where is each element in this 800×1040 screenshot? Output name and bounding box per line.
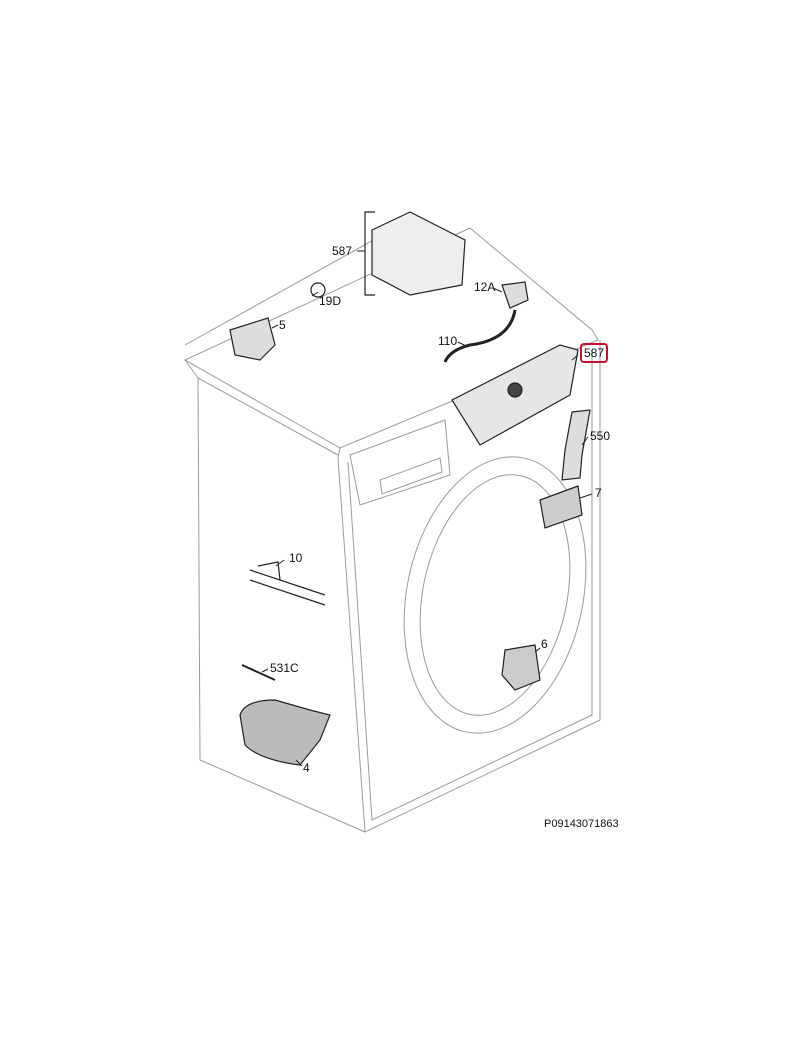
door-inner bbox=[419, 474, 571, 716]
hose bbox=[443, 309, 517, 363]
label-587-highlighted[interactable]: 587 bbox=[580, 343, 609, 363]
cabinet-left-side bbox=[184, 359, 366, 833]
cabinet-front bbox=[337, 340, 601, 833]
inlet-valve bbox=[229, 317, 276, 361]
label-550: 550 bbox=[590, 429, 611, 443]
pump bbox=[501, 644, 541, 691]
label-4: 4 bbox=[303, 761, 310, 775]
label-587-top: 587 bbox=[332, 244, 353, 258]
motor bbox=[239, 699, 331, 766]
label-5: 5 bbox=[279, 318, 286, 332]
pressure-switch bbox=[501, 281, 529, 309]
part-550 bbox=[561, 409, 591, 481]
board-knob bbox=[507, 382, 523, 398]
door-outer bbox=[403, 456, 587, 734]
label-110: 110 bbox=[438, 334, 458, 348]
detergent-drawer bbox=[349, 419, 451, 506]
heater bbox=[249, 561, 326, 606]
label-19d: 19D bbox=[319, 294, 342, 308]
screw bbox=[241, 664, 276, 681]
label-7: 7 bbox=[595, 486, 602, 500]
label-12a: 12A bbox=[474, 280, 496, 294]
drawing-code: P09143071863 bbox=[544, 818, 619, 830]
front-panel-inner bbox=[347, 350, 593, 821]
label-531c: 531C bbox=[270, 661, 299, 675]
label-10: 10 bbox=[289, 551, 303, 565]
door-lock bbox=[539, 485, 583, 529]
label-6: 6 bbox=[541, 637, 548, 651]
main-board-top bbox=[371, 211, 466, 296]
knob-19d bbox=[310, 282, 326, 298]
bracket bbox=[364, 211, 375, 296]
